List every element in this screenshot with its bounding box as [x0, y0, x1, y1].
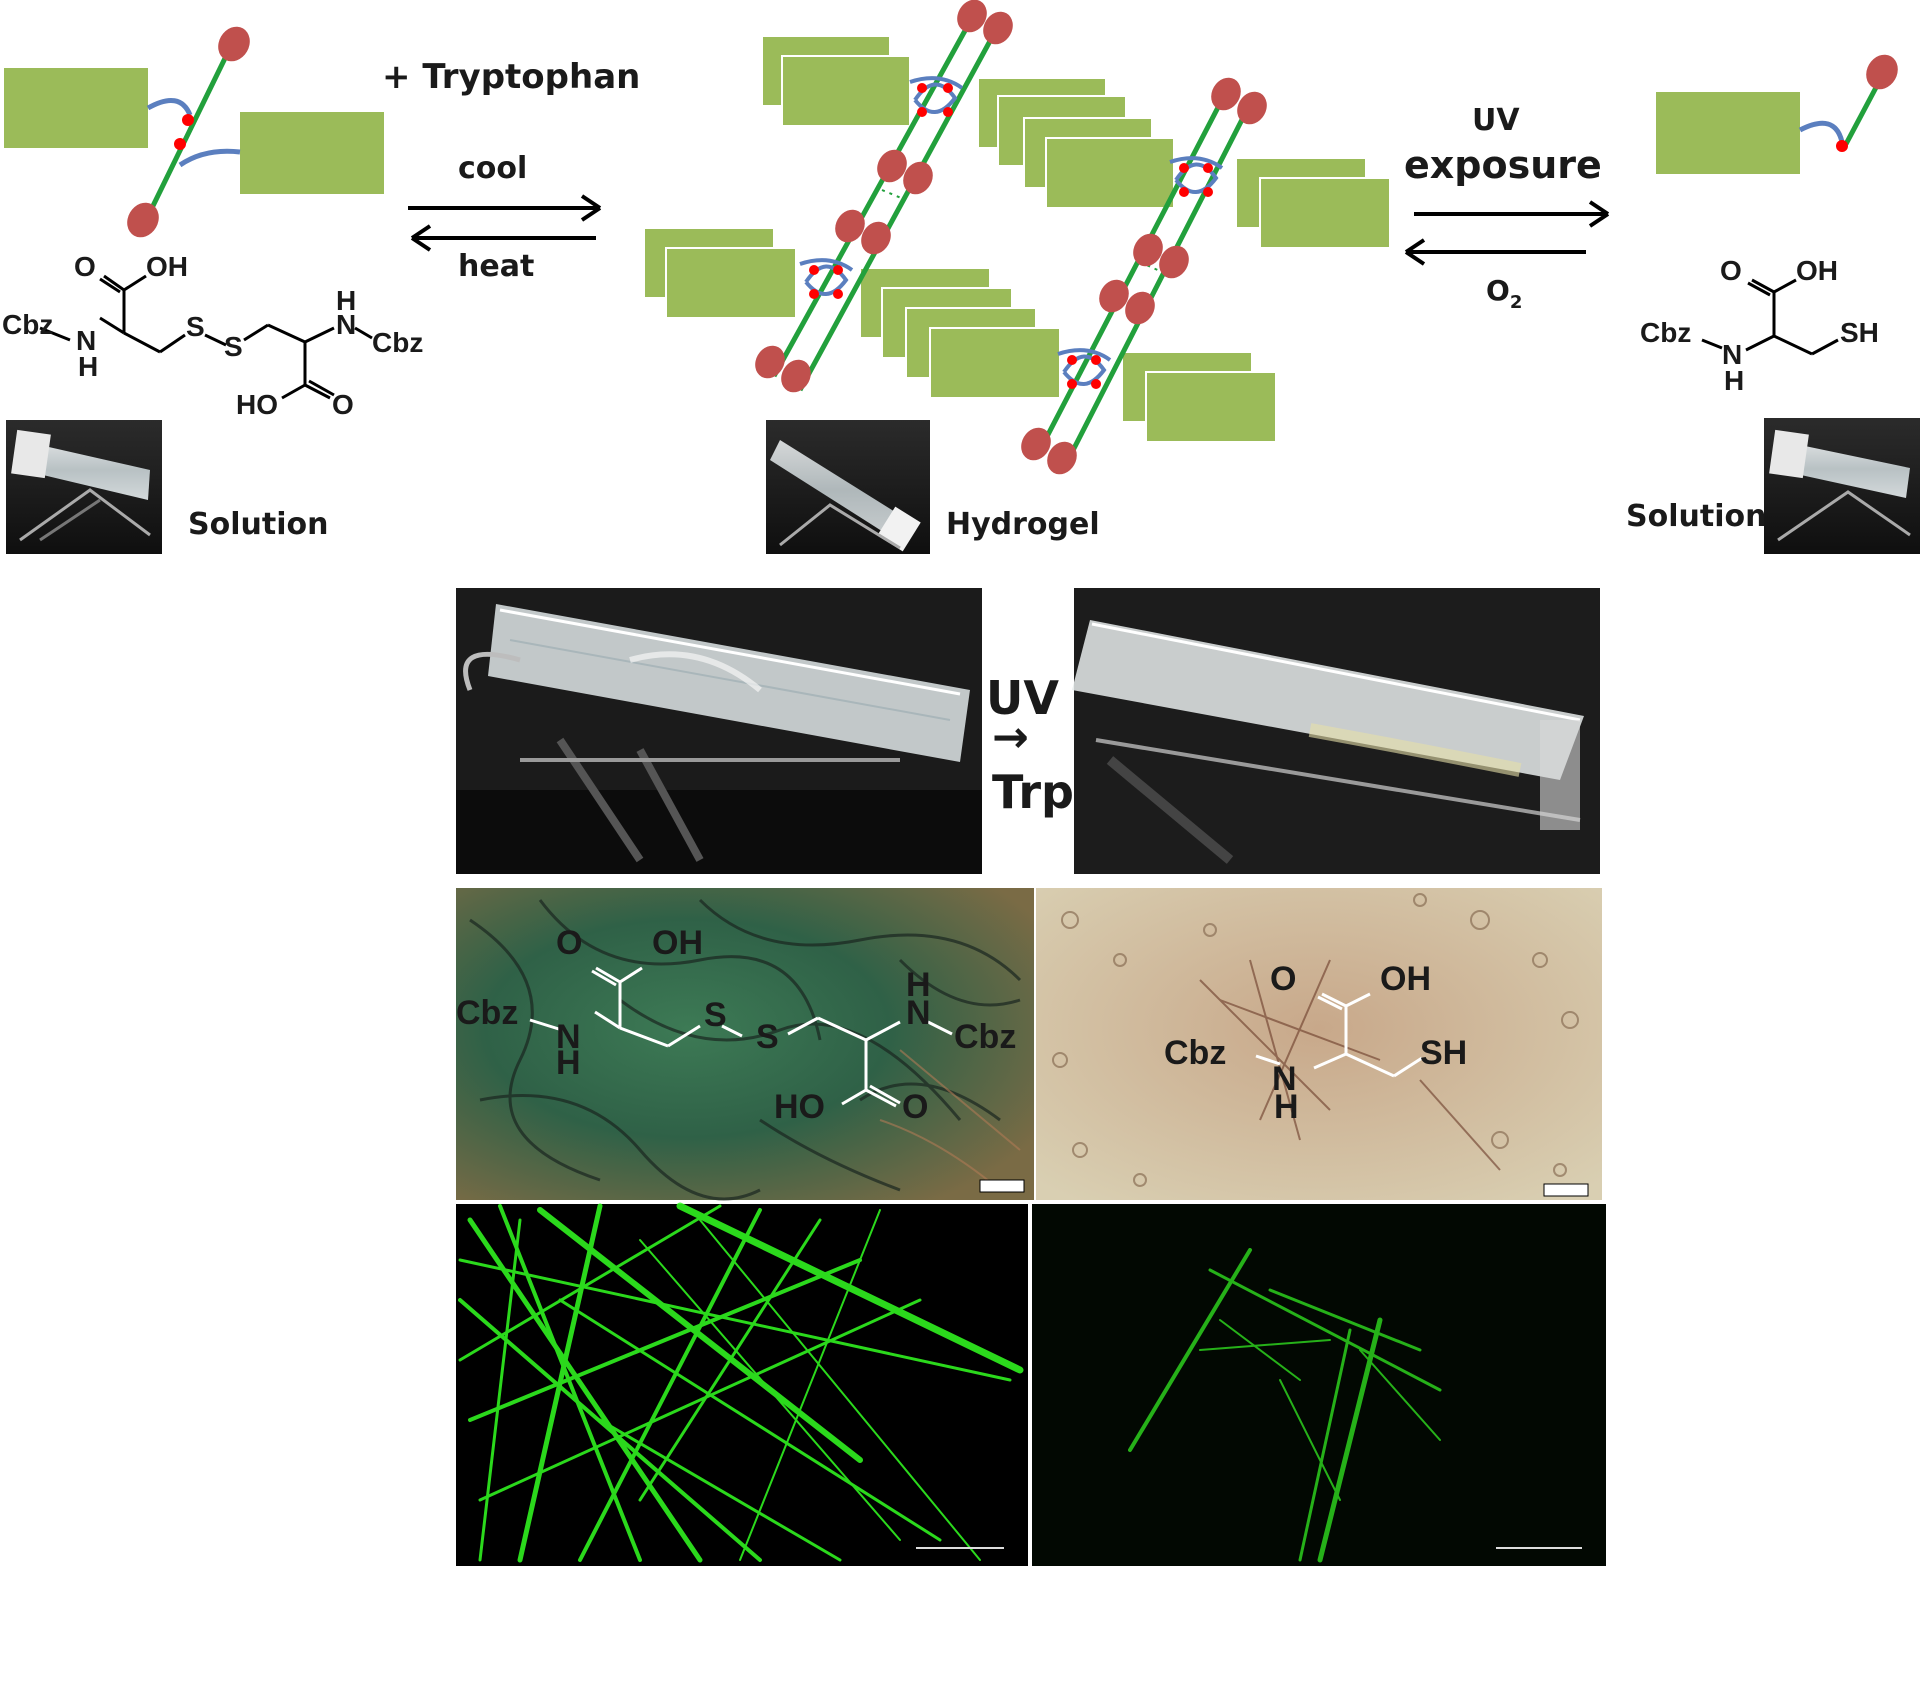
cystine-structure-overlay: O OH Cbz N H S S H N Cbz HO O [456, 924, 1016, 1126]
atom-cbz: Cbz [1640, 317, 1691, 348]
svg-text:N: N [1272, 1060, 1297, 1098]
left-assembly [4, 26, 384, 238]
fluorescence-sparse [1032, 1204, 1606, 1566]
atom-cbz: Cbz [2, 309, 53, 340]
hook [178, 148, 241, 168]
optical-micrographs: O OH Cbz N H S S H N Cbz HO O [456, 888, 1602, 1201]
vial-photo-middle [766, 420, 930, 554]
svg-text:SH: SH [1420, 1034, 1467, 1072]
state-middle-label: Hydrogel [946, 507, 1100, 542]
atom-oh: OH [146, 251, 188, 282]
svg-text:H: H [556, 1044, 581, 1082]
green-block [240, 112, 384, 194]
heat-label: heat [458, 249, 534, 284]
vial-photo-left [6, 420, 162, 554]
svg-text:N: N [556, 1018, 581, 1056]
equilibrium-arrows [408, 194, 602, 252]
atom-n: N [1722, 339, 1742, 370]
svg-text:H: H [906, 966, 931, 1004]
hydrogel-network [643, 0, 1391, 475]
red-dot [174, 138, 186, 150]
right-monomer [1656, 54, 1898, 174]
svg-text:S: S [756, 1018, 779, 1056]
vial-photo-right [1764, 418, 1920, 554]
svg-text:H: H [1274, 1088, 1299, 1126]
svg-text:HO: HO [774, 1088, 825, 1126]
cuvette-photos: UV → Trp [456, 588, 1600, 874]
atom-s: S [224, 331, 243, 362]
hook [146, 98, 193, 117]
atom-n: N [336, 309, 356, 340]
atom-sh: SH [1840, 317, 1879, 348]
atom-h: H [78, 351, 98, 382]
cool-label: cool [458, 151, 527, 186]
uv-photo-label: UV [986, 671, 1059, 725]
svg-text:N: N [906, 994, 931, 1032]
svg-text:O: O [556, 924, 582, 962]
fluorescence-micrographs [456, 1202, 1606, 1566]
top-scheme: + Tryptophan cool heat [2, 0, 1920, 554]
svg-text:Cbz: Cbz [954, 1018, 1016, 1056]
red-dot [182, 114, 194, 126]
svg-text:OH: OH [1380, 960, 1431, 998]
oxygen-label: O2 [1486, 274, 1522, 313]
state-left-label: Solution [188, 507, 328, 542]
atom-s: S [186, 311, 205, 342]
atom-oh: OH [1796, 255, 1838, 286]
atom-n: N [76, 325, 96, 356]
fluorescence-dense [456, 1202, 1028, 1566]
atom-h: H [336, 285, 356, 316]
atom-o: O [1720, 255, 1742, 286]
uv-arrows [1404, 200, 1610, 266]
bead [127, 202, 159, 238]
svg-text:S: S [704, 996, 727, 1034]
atom-o: O [74, 251, 96, 282]
green-block [4, 68, 148, 148]
cuvette-photo-after [1072, 588, 1600, 874]
atom-h: H [1724, 365, 1744, 396]
cuvette-photo-before [456, 588, 982, 874]
uv-photo-arrow: → [992, 712, 1029, 763]
svg-text:O: O [902, 1088, 928, 1126]
reagent-label: + Tryptophan [382, 57, 640, 97]
state-right-label: Solution [1626, 499, 1766, 534]
micrograph-cystine: O OH Cbz N H S S H N Cbz HO O [456, 888, 1034, 1201]
cysteine-structure-overlay: O OH Cbz N H SH [1164, 960, 1467, 1126]
atom-ho: HO [236, 389, 278, 420]
atom-cbz: Cbz [372, 327, 423, 358]
cystine-structure-top: O OH Cbz N H S S H N Cbz HO O [2, 251, 423, 420]
svg-text:Cbz: Cbz [1164, 1034, 1226, 1072]
cysteine-structure-top: O OH Cbz N H SH [1640, 255, 1879, 396]
svg-text:O: O [1270, 960, 1296, 998]
svg-text:OH: OH [652, 924, 703, 962]
uv-exposure-label: exposure [1404, 143, 1602, 187]
strand [147, 46, 233, 214]
micrograph-cysteine: O OH Cbz N H SH [1036, 888, 1602, 1200]
svg-text:Cbz: Cbz [456, 994, 518, 1032]
bead [218, 26, 250, 62]
atom-o: O [332, 389, 354, 420]
uv-label: UV [1472, 103, 1520, 138]
trp-photo-label: Trp [992, 765, 1074, 819]
